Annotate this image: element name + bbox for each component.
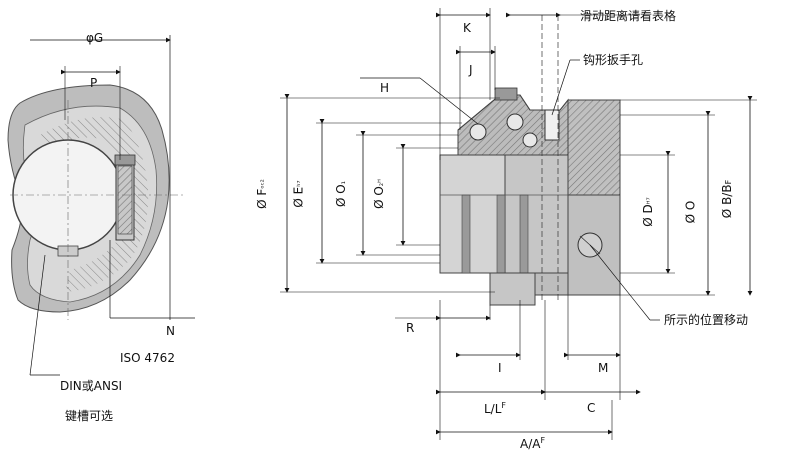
label-N: N	[166, 324, 175, 338]
label-iso: ISO 4762	[120, 351, 175, 365]
label-I: I	[498, 361, 502, 375]
label-slide-distance: 滑动距离请看表格	[580, 9, 677, 23]
label-J: J	[469, 63, 473, 77]
label-K: K	[463, 21, 471, 35]
label-position-moved: 所示的位置移动	[664, 313, 749, 327]
label-keyway: 键槽可选	[65, 409, 114, 423]
label-phiB: Ø B/BF	[720, 179, 735, 219]
label-H: H	[380, 81, 390, 95]
label-phiO1: Ø O₁	[333, 181, 348, 207]
label-M: M	[598, 361, 609, 375]
label-hook-wrench-hole: 钩形扳手孔	[583, 53, 644, 67]
label-phiE: Ø Eʰ⁷	[291, 180, 306, 208]
section-view	[280, 8, 757, 440]
label-phiF: Ø Fᵒᶜ²	[254, 179, 269, 209]
label-phiD: Ø Dᴴ⁷	[640, 197, 655, 227]
label-phiO2: Ø O₂ᴴ	[371, 179, 386, 209]
label-L: L/LF	[484, 401, 507, 416]
label-C: C	[587, 401, 596, 415]
label-R: R	[406, 321, 415, 335]
label-A: A/AF	[520, 436, 546, 451]
label-phiO: Ø O	[683, 200, 698, 224]
label-phiG: φG	[86, 31, 104, 45]
label-din: DIN或ANSI	[60, 379, 123, 393]
end-view	[7, 35, 195, 376]
label-P: P	[90, 76, 98, 90]
